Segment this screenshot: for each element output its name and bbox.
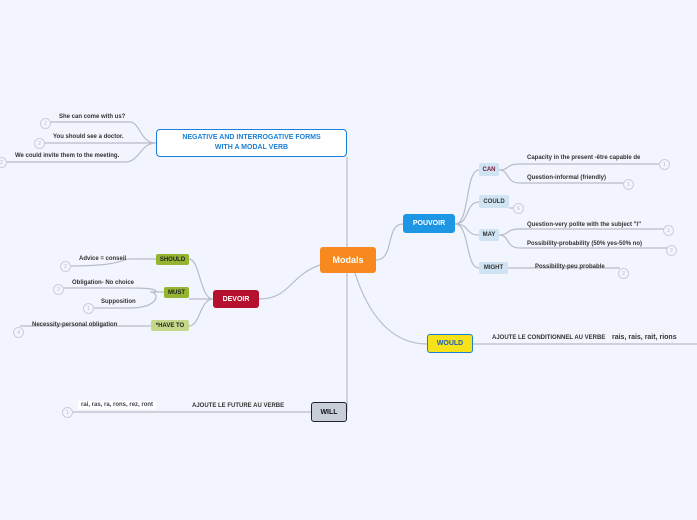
will-node[interactable]: WILL (311, 402, 347, 422)
count-badge[interactable]: 4 (13, 327, 24, 338)
count-badge[interactable]: 2 (53, 284, 64, 295)
count-badge[interactable]: 6 (513, 203, 524, 214)
would-node[interactable]: WOULD (427, 334, 473, 353)
will-rule: AJOUTE LE FUTURE AU VERBE (192, 403, 285, 409)
pouvoir-node[interactable]: POUVOIR (403, 214, 455, 233)
example-we-could: We could invite them to the meeting. (15, 153, 120, 159)
have-to-item: Necessity-personal obligation (32, 322, 118, 328)
must-node[interactable]: MUST (164, 287, 189, 298)
should-item: Advice = conseil (79, 256, 127, 262)
would-rule: AJOUTE LE CONDITIONNEL AU VERBE (492, 335, 606, 341)
count-badge[interactable]: 1 (663, 225, 674, 236)
count-badge[interactable]: 2 (34, 138, 45, 149)
must-item: Obligation- No choice (72, 280, 135, 286)
count-badge[interactable]: 2 (666, 245, 677, 256)
count-badge[interactable]: 1 (623, 179, 634, 190)
can-node[interactable]: CAN (479, 163, 499, 176)
may-item: Question-very polite with the subject "I… (527, 222, 642, 228)
may-item: Possibility-probability (50% yes-50% no) (527, 241, 643, 247)
count-badge[interactable]: 2 (60, 261, 71, 272)
count-badge[interactable]: 1 (62, 407, 73, 418)
count-badge[interactable]: 1 (659, 159, 670, 170)
count-badge[interactable]: 1 (83, 303, 94, 314)
can-item: Question-informal (friendly) (527, 175, 607, 181)
example-she-can: She can come with us? (59, 114, 126, 120)
count-badge[interactable]: 2 (0, 157, 7, 168)
will-endings: rai, ras, ra, rons, rez, ront (78, 401, 157, 409)
would-endings: rais, rais, rait, rions (612, 334, 677, 341)
should-node[interactable]: SHOULD (156, 254, 189, 265)
devoir-node[interactable]: DEVOIR (213, 290, 259, 308)
central-node-modals[interactable]: Modals (320, 247, 376, 273)
must-item: Supposition (101, 299, 136, 305)
have-to-node[interactable]: *HAVE TO (151, 320, 189, 331)
example-you-should: You should see a doctor. (53, 134, 124, 140)
can-item: Capacity in the present -être capable de (527, 155, 641, 161)
might-node[interactable]: MIGHT (479, 262, 508, 274)
might-item: Possibility-peu probable (535, 264, 605, 270)
count-badge[interactable]: 2 (40, 118, 51, 129)
may-node[interactable]: MAY (479, 229, 499, 241)
could-node[interactable]: COULD (479, 195, 509, 208)
negative-forms-node[interactable]: NEGATIVE AND INTERROGATIVE FORMS WITH A … (156, 129, 347, 157)
count-badge[interactable]: 2 (618, 268, 629, 279)
